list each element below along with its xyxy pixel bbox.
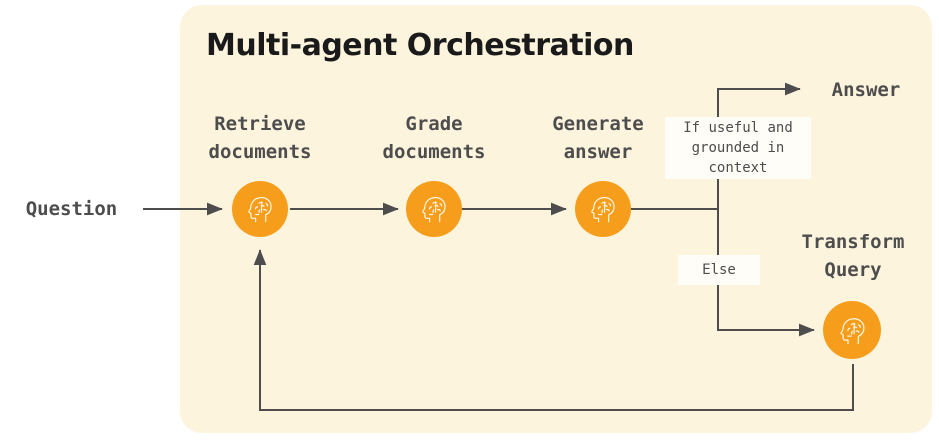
agent-node-grade-documents[interactable] — [406, 181, 462, 237]
brain-head-icon — [416, 191, 452, 227]
orchestration-panel — [180, 5, 932, 433]
node-label-retrieve: Retrieve documents — [208, 113, 312, 163]
agent-node-transform-query[interactable] — [823, 301, 881, 359]
output-label-answer: Answer — [831, 79, 901, 101]
brain-head-icon — [585, 191, 621, 227]
node-label-grade: Grade documents — [382, 113, 486, 163]
brain-head-icon — [242, 191, 278, 227]
agent-node-retrieve-documents[interactable] — [232, 181, 288, 237]
input-label-question: Question — [25, 198, 118, 220]
agent-node-generate-answer[interactable] — [575, 181, 631, 237]
page-title: Multi-agent Orchestration — [206, 28, 634, 63]
node-label-transform-query: Transform Query — [801, 231, 905, 281]
condition-box-else: Else — [678, 255, 760, 285]
node-label-generate: Generate answer — [552, 113, 644, 163]
brain-head-icon — [834, 312, 871, 349]
condition-box-useful: If useful and grounded in context — [665, 117, 811, 179]
